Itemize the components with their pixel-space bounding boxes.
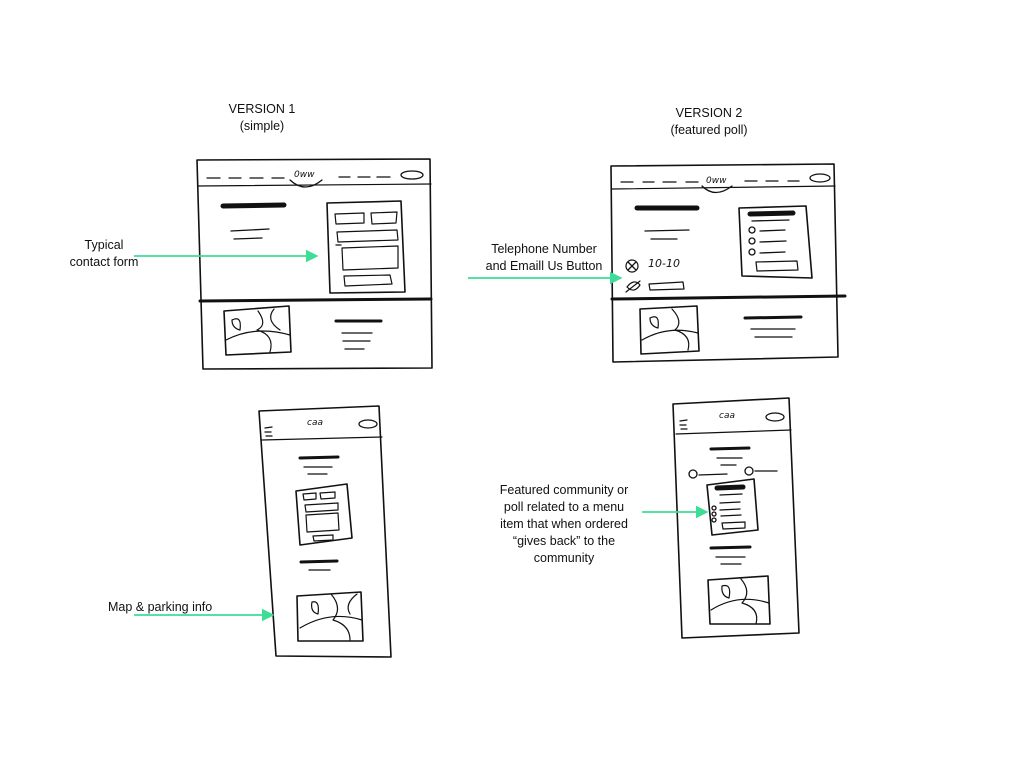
mobile-v2-wireframe bbox=[672, 397, 800, 639]
desktop-v1-logo-scribble: 0ww bbox=[294, 170, 315, 180]
mobile-v1-wireframe bbox=[258, 405, 392, 658]
desktop-v1-wireframe bbox=[196, 158, 433, 370]
annotation-arrows bbox=[134, 249, 709, 622]
version1-heading: VERSION 1 (simple) bbox=[228, 102, 296, 133]
contact-form-annotation: Typical contact form bbox=[69, 238, 139, 269]
phone-number-scribble: 10-10 bbox=[648, 257, 680, 270]
mobile-v1-logo-scribble: c​aa bbox=[307, 418, 323, 428]
map-parking-annotation: Map & parking info bbox=[108, 600, 213, 614]
featured-poll-annotation: Featured community or poll related to a … bbox=[499, 483, 629, 565]
desktop-v2-wireframe bbox=[610, 163, 847, 363]
version2-heading: VERSION 2 (featured poll) bbox=[670, 106, 748, 137]
phone-email-annotation: Telephone Number and Emaill Us Button bbox=[485, 242, 603, 273]
desktop-v2-logo-scribble: 0ww bbox=[706, 176, 727, 186]
mobile-v2-logo-scribble: c​aa bbox=[719, 411, 735, 421]
